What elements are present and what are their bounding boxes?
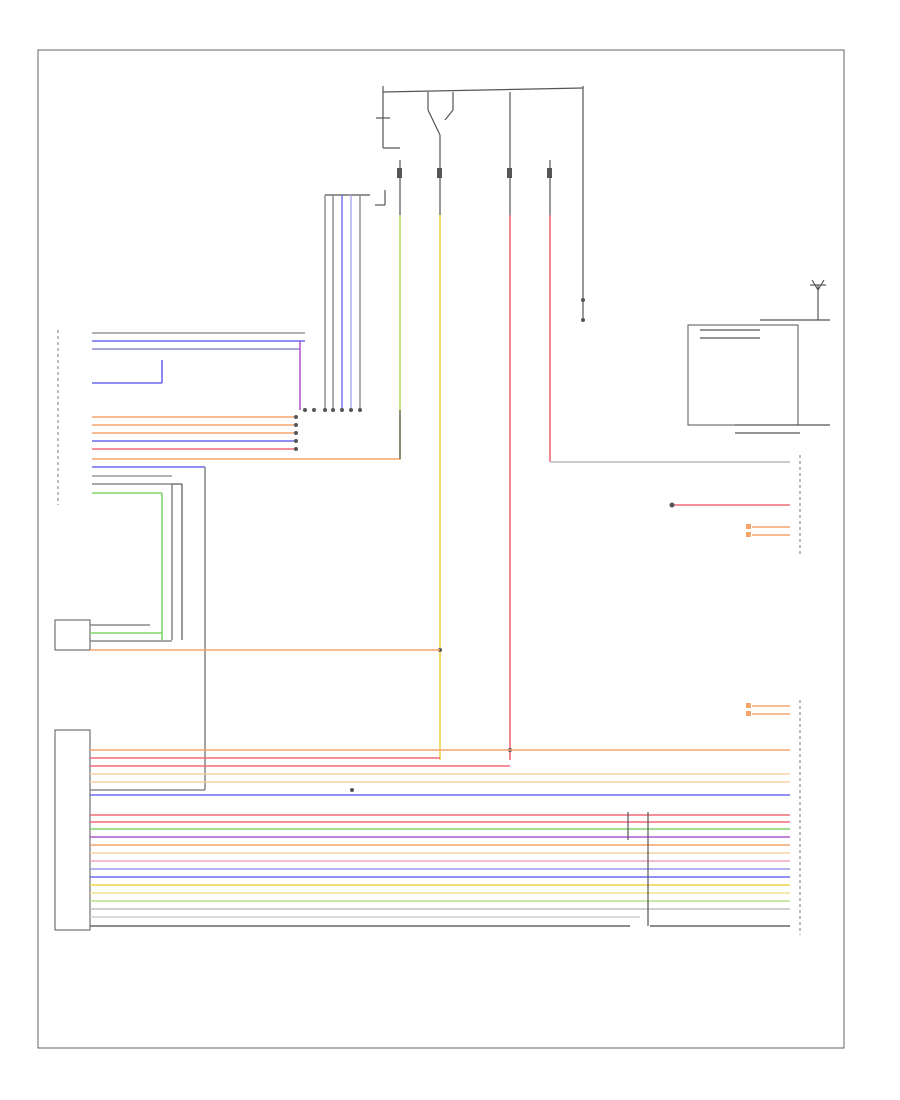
receiver-module (54, 619, 440, 651)
fuse-relay-area (324, 86, 585, 410)
diagram-frame (37, 49, 845, 1049)
audio-module (550, 455, 801, 716)
main-bus (54, 700, 801, 935)
instrument-cluster (57, 330, 401, 505)
antenna-amplifier (687, 279, 830, 434)
